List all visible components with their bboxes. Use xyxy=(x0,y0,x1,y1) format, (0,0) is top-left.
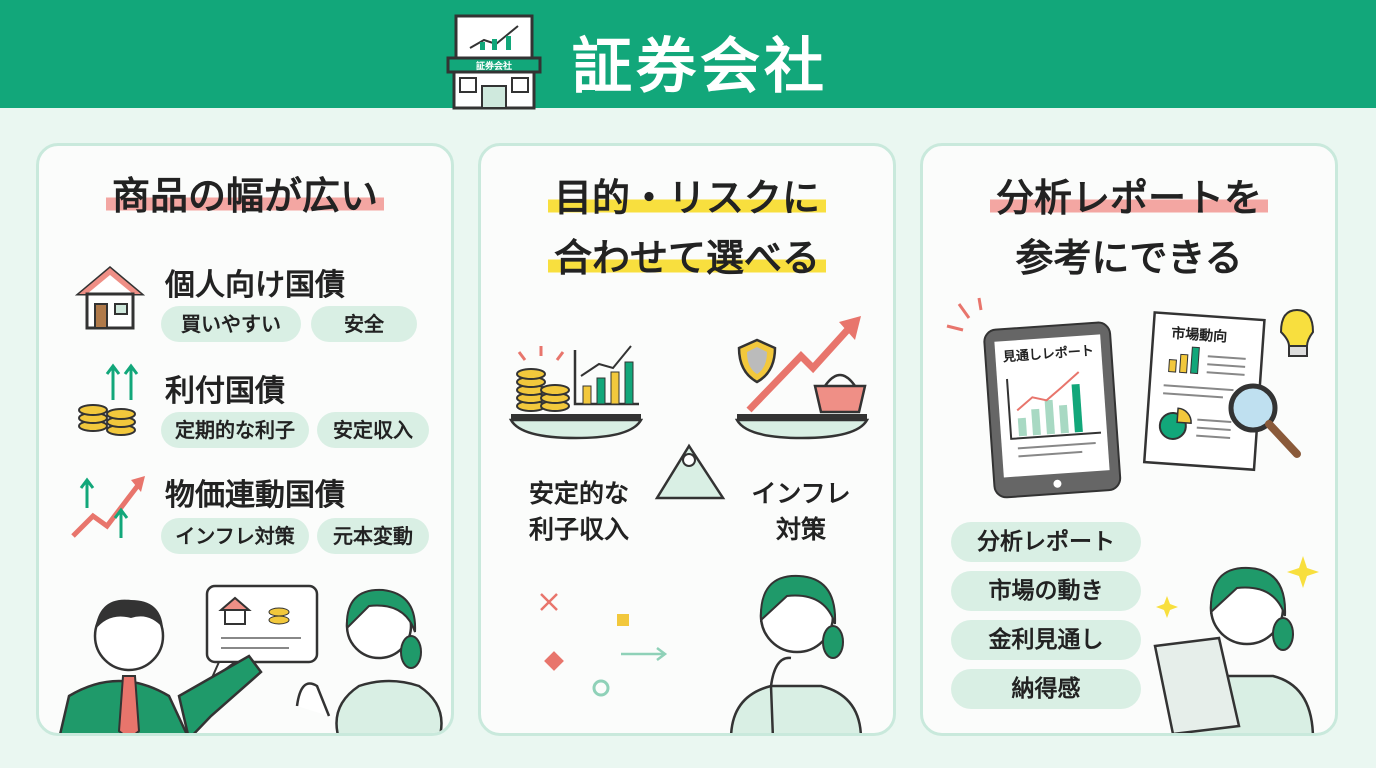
market-trend-document-label: 市場動向 xyxy=(1171,325,1228,346)
card-analyst-reports: 分析レポートを 参考にできる 見通しレポート 市場動向 分析レポート 市場の動き… xyxy=(920,143,1338,736)
item-title: 物価連動国債 xyxy=(165,478,345,513)
card3-title-line1: 分析レポートを xyxy=(923,176,1335,220)
coins-arrows-icon xyxy=(78,363,139,436)
thinking-woman-illustration xyxy=(540,574,862,733)
card-choose-by-goal: 目的・リスクに 合わせて選べる 安定的な 利子収入 インフレ 対策 xyxy=(478,143,896,736)
woman-reading-illustration xyxy=(1153,556,1319,733)
stable-interest-label-line2: 利子収入 xyxy=(528,515,629,544)
tag-chip: 分析レポート xyxy=(951,522,1141,562)
building-sign-text: 証券会社 xyxy=(476,60,512,72)
reports-illustration: 見通しレポート 市場動向 xyxy=(946,297,1315,499)
card1-title: 商品の幅が広い xyxy=(39,174,451,218)
securities-building-icon: 証券会社 xyxy=(446,14,542,110)
tag-chip: 買いやすい xyxy=(161,306,301,342)
house-icon xyxy=(75,266,145,330)
tag-chip: 納得感 xyxy=(951,669,1141,709)
rising-arrows-icon xyxy=(71,476,145,538)
card2-title-line1: 目的・リスクに xyxy=(481,176,893,220)
tag-chip: インフレ対策 xyxy=(161,518,309,554)
card-product-range: 商品の幅が広い 個人向け国債 買いやすい 安全 利付国債 定期的な利子 安定収入… xyxy=(36,143,454,736)
balance-scale-illustration xyxy=(508,316,870,500)
card2-title-line2: 合わせて選べる xyxy=(481,236,893,280)
tag-chip: 定期的な利子 xyxy=(161,412,309,448)
tag-chip: 元本変動 xyxy=(317,518,429,554)
tablet-report-label: 見通しレポート xyxy=(1001,343,1094,365)
inflation-label-line2: 対策 xyxy=(775,515,826,544)
item-title: 利付国債 xyxy=(165,374,285,409)
stable-interest-label-line1: 安定的な xyxy=(528,479,629,508)
card3-title-line2: 参考にできる xyxy=(1015,236,1243,280)
tag-chip: 安定収入 xyxy=(317,412,429,448)
tag-chip: 市場の動き xyxy=(951,571,1141,611)
inflation-label-line1: インフレ xyxy=(751,479,851,508)
item-title: 個人向け国債 xyxy=(165,268,345,303)
advisor-explaining-illustration xyxy=(59,584,443,733)
header-banner: 証券会社 証券会社 xyxy=(0,0,1376,110)
tag-chip: 安全 xyxy=(311,306,417,342)
tag-chip: 金利見通し xyxy=(951,620,1141,660)
page-title: 証券会社 xyxy=(572,32,828,102)
